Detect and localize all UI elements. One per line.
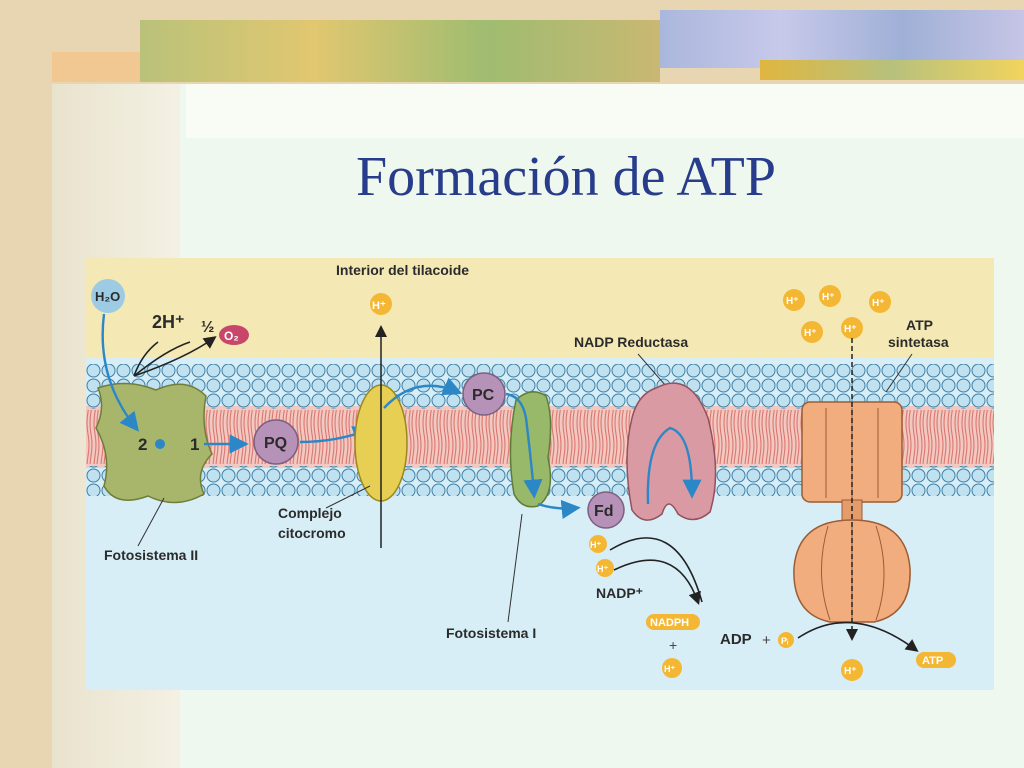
- electron-path-ps1: [505, 392, 543, 499]
- label-1: 1: [190, 435, 199, 454]
- banner-blue-image: [660, 10, 1024, 68]
- proton-cyt: [370, 293, 392, 315]
- electron-path-ps2: [101, 313, 139, 432]
- label-atp-sintetasa-1: ATP: [906, 317, 933, 333]
- label-h-nadph: H⁺: [664, 664, 675, 674]
- slide-title: Formación de ATP: [356, 146, 776, 208]
- decorative-banner: [0, 0, 1024, 84]
- label-adp: ADP: [720, 631, 752, 648]
- label-h-cluster-1: H⁺: [786, 296, 799, 307]
- proton-cluster-5: [841, 317, 863, 339]
- label-pi: Pᵢ: [781, 636, 789, 646]
- fd-carrier: [587, 491, 625, 529]
- leader-ps2: [137, 497, 165, 547]
- label-h-cluster-2: H⁺: [822, 292, 835, 303]
- label-o2: O₂: [224, 329, 239, 343]
- proton-cluster-3: [869, 291, 891, 313]
- nadph-formation-arrows: [609, 537, 702, 602]
- title-panel-top: [186, 84, 1024, 138]
- label-interior-tilacoide: Interior del tilacoide: [336, 262, 469, 278]
- pc-carrier: [462, 372, 506, 416]
- atp-formation-arrow: [797, 621, 919, 652]
- proton-cluster-2: [819, 285, 841, 307]
- label-plus-1: +: [669, 637, 677, 653]
- label-h-atp-out: H⁺: [844, 666, 857, 677]
- leader-ps1: [507, 513, 523, 623]
- label-atp-sintetasa-2: sintetasa: [888, 334, 949, 350]
- label-citocromo: citocromo: [278, 525, 346, 541]
- p680-dot: [155, 439, 165, 449]
- banner-leaf-image: [140, 20, 660, 82]
- lumen-region: [86, 258, 994, 358]
- electron-path-reductase: [646, 426, 702, 505]
- proton-nadph: [662, 658, 682, 678]
- leader-nadp-reductase: [637, 353, 667, 387]
- arrow-cyt-to-pc: [383, 377, 463, 409]
- label-h-nadp-1: H⁺: [590, 540, 601, 550]
- label-fd: Fd: [594, 503, 614, 520]
- nadph-badge: [646, 614, 700, 630]
- proton-cluster-4: [801, 321, 823, 343]
- label-h-cluster-4: H⁺: [804, 328, 817, 339]
- label-2: 2: [138, 435, 147, 454]
- label-pq: PQ: [264, 435, 287, 452]
- label-plus-2: +: [762, 632, 771, 649]
- nadp-reductasa-shape: [626, 382, 717, 521]
- label-complejo: Complejo: [278, 505, 342, 521]
- label-h-nadp-2: H⁺: [597, 564, 608, 574]
- pi-dot: [778, 632, 794, 648]
- proton-nadp-1: [589, 535, 607, 553]
- pq-carrier: [253, 419, 299, 465]
- label-pc: PC: [472, 387, 495, 404]
- proton-nadp-2: [596, 559, 614, 577]
- label-atp: ATP: [922, 655, 943, 667]
- label-nadph: NADPH: [650, 617, 689, 629]
- leader-atp-synthase: [885, 353, 913, 393]
- label-h-cyt: H⁺: [372, 300, 386, 312]
- label-h-cluster-3: H⁺: [872, 298, 885, 309]
- o2-bubble: [219, 325, 249, 345]
- left-parchment-bar: [0, 0, 52, 768]
- label-fotosistema-ii: Fotosistema II: [104, 547, 198, 563]
- label-2h-plus: 2H⁺: [152, 312, 185, 332]
- label-half: ½: [201, 319, 214, 336]
- atp-formation-diagram: Interior del tilacoide H₂O 2H⁺ ½ O₂ 2 1 …: [86, 258, 994, 690]
- label-nadp-plus: NADP⁺: [596, 585, 643, 601]
- water-split-arrows: [133, 338, 214, 377]
- h2o-bubble: [91, 279, 125, 313]
- atp-badge: [916, 652, 956, 668]
- label-h-cluster-5: H⁺: [844, 324, 857, 335]
- label-h2o: H₂O: [95, 289, 120, 304]
- label-fotosistema-i: Fotosistema I: [446, 625, 536, 641]
- leader-cytochrome: [325, 485, 371, 509]
- arrow-ps1-to-fd: [537, 499, 581, 519]
- proton-cluster-1: [783, 289, 805, 311]
- banner-gold-strip: [760, 60, 1024, 80]
- proton-atp-out: [841, 659, 863, 681]
- label-nadp-reductasa: NADP Reductasa: [574, 334, 688, 350]
